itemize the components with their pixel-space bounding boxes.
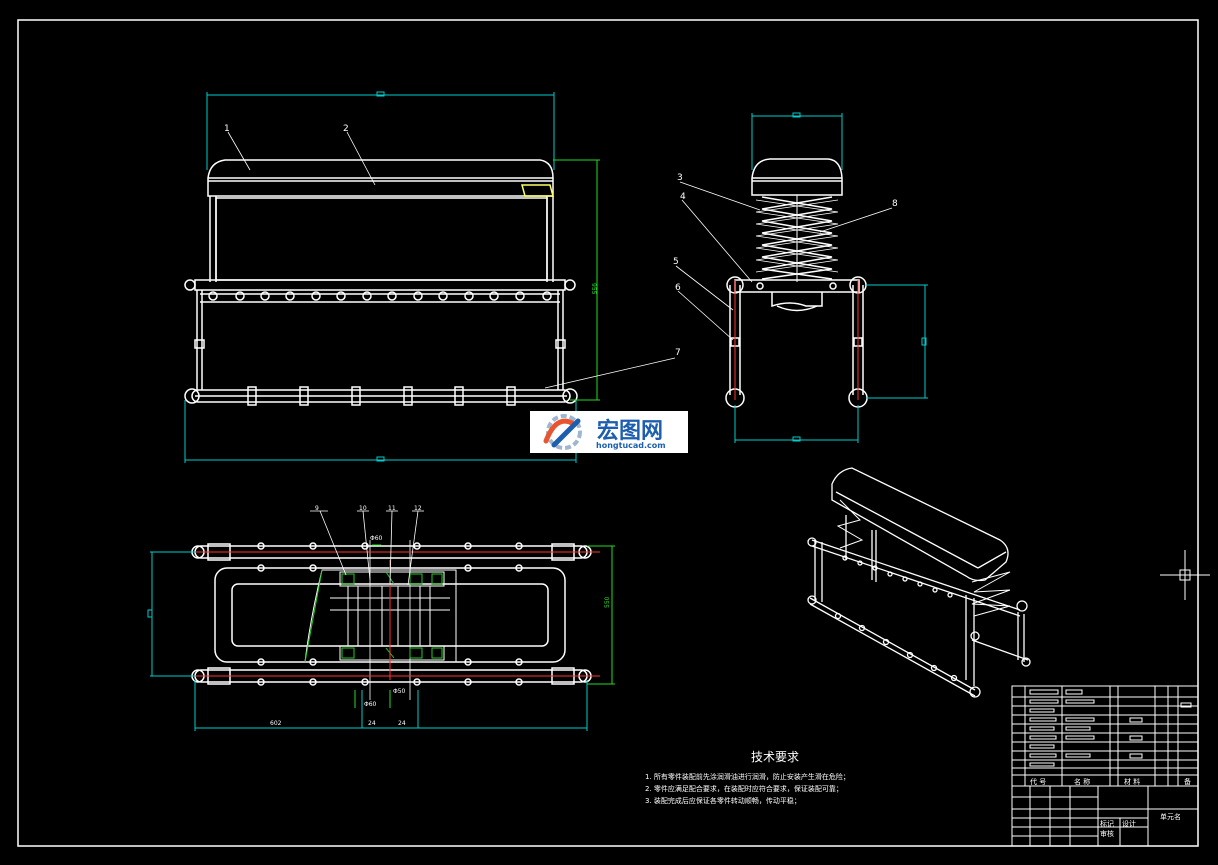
side-leaders <box>675 181 893 341</box>
front-view-dims <box>184 91 577 463</box>
dim-24-right-label: 24 <box>398 720 406 727</box>
title-block-org: 单元名 <box>1160 813 1181 821</box>
title-block-col-remark: 备 <box>1184 778 1191 786</box>
side-view-centerlines <box>734 280 859 400</box>
part-number-10: 10 <box>359 505 367 512</box>
title-block-col-material: 材 料 <box>1124 778 1141 786</box>
technical-requirements: 技术要求 1. 所有零件装配前先涂润滑油进行润滑，防止安装产生滑在危险； 2. … <box>645 748 905 807</box>
front-view <box>184 159 578 406</box>
drawing-frame <box>17 19 1199 847</box>
title-block-col-name: 名 称 <box>1074 778 1091 786</box>
part-number-9: 9 <box>315 505 319 512</box>
part-number-8: 8 <box>892 199 898 209</box>
technical-requirements-title: 技术要求 <box>750 750 799 764</box>
watermark-logo: 宏图网 hongtucad.com <box>530 411 688 453</box>
isometric-view <box>807 467 1031 698</box>
part-number-4: 4 <box>680 192 686 202</box>
hongtu-logo-icon <box>543 414 582 450</box>
part-number-2: 2 <box>343 124 349 134</box>
title-block-sign-3: 审核 <box>1100 830 1114 838</box>
fit-label-left: Φ60 <box>364 701 377 708</box>
part-number-6: 6 <box>675 283 681 293</box>
title-block <box>1011 685 1199 847</box>
technical-requirement-3: 3. 装配完成后应保证各零件转动顺畅，传动平稳； <box>645 797 801 805</box>
plan-width-label: 602 <box>270 720 282 727</box>
part-number-1: 1 <box>224 124 230 134</box>
technical-requirement-2: 2. 零件应满足配合要求，在装配时应符合要求，保证装配可靠； <box>645 785 843 793</box>
part-number-11: 11 <box>388 505 396 512</box>
front-view-height-dim <box>553 159 600 401</box>
plan-view-height-dim <box>354 544 615 708</box>
plan-depth-label: 550 <box>604 596 611 608</box>
part-number-7: 7 <box>675 348 681 358</box>
part-number-5: 5 <box>673 257 679 267</box>
side-view-dims <box>734 112 928 443</box>
part-number-12: 12 <box>414 505 422 512</box>
watermark-url: hongtucad.com <box>596 441 666 450</box>
dim-24-left-label: 24 <box>368 720 376 727</box>
front-leaders <box>227 131 676 389</box>
fit-label-right: Φ50 <box>393 688 406 695</box>
front-height-label: 955 <box>590 283 597 295</box>
plan-view-centerlines <box>192 551 600 680</box>
plan-view-hatching <box>304 569 443 663</box>
plan-view-dims <box>147 551 588 731</box>
fit-label-top: Φ60 <box>370 535 383 542</box>
title-block-sign-1: 标记 <box>1100 820 1114 828</box>
plan-leaders <box>310 510 424 586</box>
part-number-3: 3 <box>677 173 683 183</box>
side-view <box>725 158 868 408</box>
watermark-brand: 宏图网 <box>597 419 664 444</box>
title-block-col-code: 代 号 <box>1030 778 1047 786</box>
technical-requirement-1: 1. 所有零件装配前先涂润滑油进行润滑，防止安装产生滑在危险； <box>645 773 850 781</box>
title-block-sign-2: 设计 <box>1122 820 1136 828</box>
crosshair-icon <box>1160 550 1210 600</box>
